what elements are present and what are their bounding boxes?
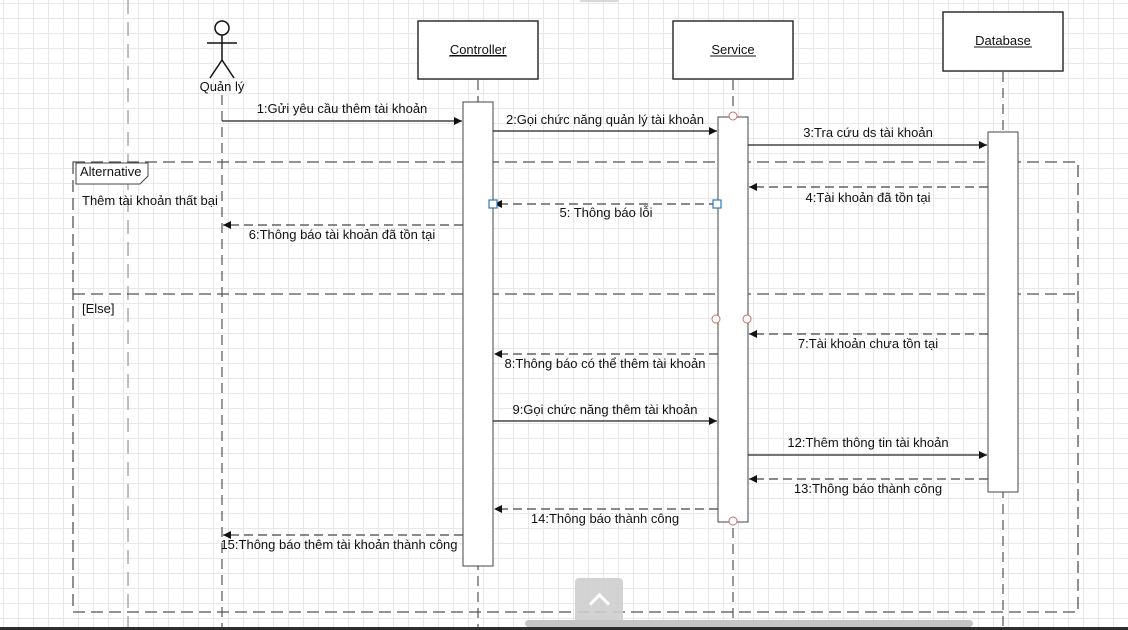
message-14-label[interactable]: 14:Thông báo thành công [531, 511, 679, 526]
message-7-label[interactable]: 7:Tài khoản chưa tồn tại [798, 336, 938, 351]
alt-guard-else: [Else] [82, 301, 115, 316]
service-label: Service [711, 42, 754, 57]
controller-activation-bar[interactable] [462, 101, 494, 567]
selection-handle-icon[interactable] [712, 199, 722, 209]
top-page-tab [580, 0, 618, 2]
service-box[interactable]: Service [672, 20, 794, 80]
connection-handle-icon[interactable] [728, 111, 738, 121]
horizontal-scrollbar[interactable] [525, 620, 973, 627]
message-12-label[interactable]: 12:Thêm thông tin tài khoản [787, 435, 948, 450]
connection-handle-icon[interactable] [728, 516, 738, 526]
chevron-up-icon [588, 592, 610, 614]
alt-fragment-tab [75, 162, 149, 185]
message-15-label[interactable]: 15:Thông báo thêm tài khoản thành công [220, 537, 457, 552]
controller-box[interactable]: Controller [417, 20, 539, 80]
database-label: Database [975, 33, 1031, 48]
selection-handle-icon[interactable] [488, 199, 498, 209]
database-box[interactable]: Database [942, 11, 1064, 72]
database-activation-bar[interactable] [987, 131, 1019, 493]
scroll-up-button[interactable] [575, 578, 623, 622]
controller-label: Controller [450, 42, 507, 57]
message-13-label[interactable]: 13:Thông báo thành công [794, 481, 942, 496]
alt-fragment-operator: Alternative [80, 164, 141, 179]
alt-guard-fail: Thêm tài khoản thất bại [82, 193, 218, 208]
message-3-label[interactable]: 3:Tra cứu ds tài khoản [803, 125, 933, 140]
actor-label: Quản lý [200, 79, 245, 94]
connection-handle-icon[interactable] [742, 314, 752, 324]
connection-handle-icon[interactable] [711, 314, 721, 324]
message-1-label[interactable]: 1:Gửi yêu cầu thêm tài khoản [257, 101, 428, 116]
message-6-label[interactable]: 6:Thông báo tài khoản đã tồn tại [249, 227, 436, 242]
message-4-label[interactable]: 4:Tài khoản đã tồn tại [805, 190, 930, 205]
actor-stick-figure-icon[interactable] [207, 20, 237, 79]
message-9-label[interactable]: 9:Gọi chức năng thêm tài khoản [512, 402, 697, 417]
alt-fragment-frame[interactable] [72, 161, 1079, 613]
message-8-label[interactable]: 8:Thông báo có thể thêm tài khoản [505, 356, 706, 371]
message-2-label[interactable]: 2:Gọi chức năng quản lý tài khoản [506, 112, 704, 127]
bottom-border [0, 627, 1128, 630]
message-5-label[interactable]: 5: Thông báo lỗi [560, 205, 653, 220]
